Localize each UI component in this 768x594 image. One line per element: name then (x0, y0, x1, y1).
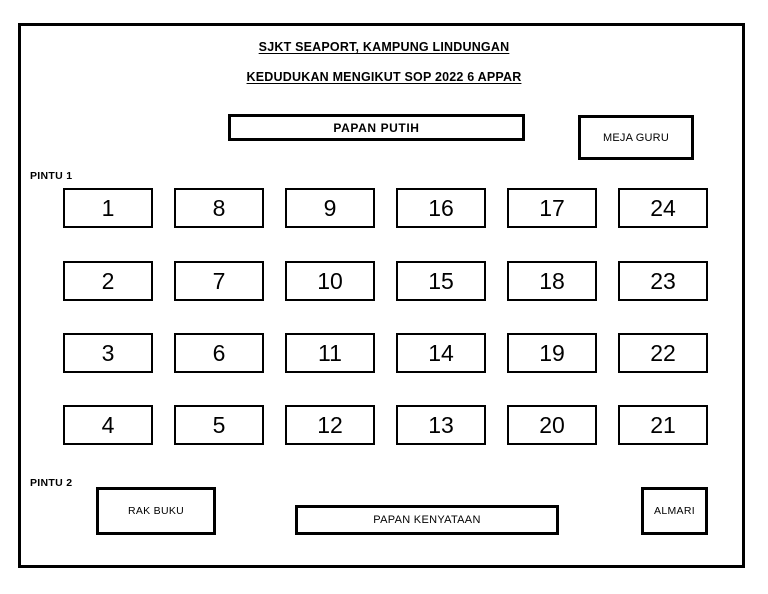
whiteboard-label: PAPAN PUTIH (333, 120, 420, 135)
bookshelf: RAK BUKU (96, 487, 216, 535)
seat[interactable]: 14 (396, 333, 486, 373)
cabinet: ALMARI (641, 487, 708, 535)
seat[interactable]: 12 (285, 405, 375, 445)
whiteboard: PAPAN PUTIH (228, 114, 525, 141)
seat[interactable]: 16 (396, 188, 486, 228)
noticeboard: PAPAN KENYATAAN (295, 505, 559, 535)
seat[interactable]: 10 (285, 261, 375, 301)
seat[interactable]: 2 (63, 261, 153, 301)
seat[interactable]: 19 (507, 333, 597, 373)
seat[interactable]: 15 (396, 261, 486, 301)
seat[interactable]: 13 (396, 405, 486, 445)
seat-row: 4 5 12 13 20 21 (63, 405, 708, 445)
seat[interactable]: 18 (507, 261, 597, 301)
seat[interactable]: 8 (174, 188, 264, 228)
seat[interactable]: 22 (618, 333, 708, 373)
seat[interactable]: 1 (63, 188, 153, 228)
seat[interactable]: 6 (174, 333, 264, 373)
seat-row: 3 6 11 14 19 22 (63, 333, 708, 373)
room-outline (18, 23, 745, 568)
seat[interactable]: 9 (285, 188, 375, 228)
seat[interactable]: 5 (174, 405, 264, 445)
noticeboard-label: PAPAN KENYATAAN (373, 514, 481, 526)
seat[interactable]: 24 (618, 188, 708, 228)
bookshelf-label: RAK BUKU (127, 505, 185, 517)
seat[interactable]: 4 (63, 405, 153, 445)
teacher-desk: MEJA GURU (578, 115, 694, 160)
door-1-label: PINTU 1 (30, 170, 73, 182)
seat-row: 2 7 10 15 18 23 (63, 261, 708, 301)
seat[interactable]: 20 (507, 405, 597, 445)
seat[interactable]: 7 (174, 261, 264, 301)
seat[interactable]: 11 (285, 333, 375, 373)
seat[interactable]: 3 (63, 333, 153, 373)
seat[interactable]: 23 (618, 261, 708, 301)
seat[interactable]: 21 (618, 405, 708, 445)
cabinet-label: ALMARI (654, 505, 695, 517)
seating-sop-heading: KEDUDUKAN MENGIKUT SOP 2022 6 APPAR (246, 69, 522, 84)
seat-row: 1 8 9 16 17 24 (63, 188, 708, 228)
door-2-label: PINTU 2 (30, 477, 73, 489)
teacher-desk-label: MEJA GURU (603, 131, 669, 144)
seat[interactable]: 17 (507, 188, 597, 228)
seat-grid: 1 8 9 16 17 24 2 7 10 15 18 23 3 6 11 14… (63, 188, 708, 450)
school-name-heading: SJKT SEAPORT, KAMPUNG LINDUNGAN (258, 40, 510, 54)
plan-title-block: SJKT SEAPORT, KAMPUNG LINDUNGAN KEDUDUKA… (0, 41, 768, 83)
